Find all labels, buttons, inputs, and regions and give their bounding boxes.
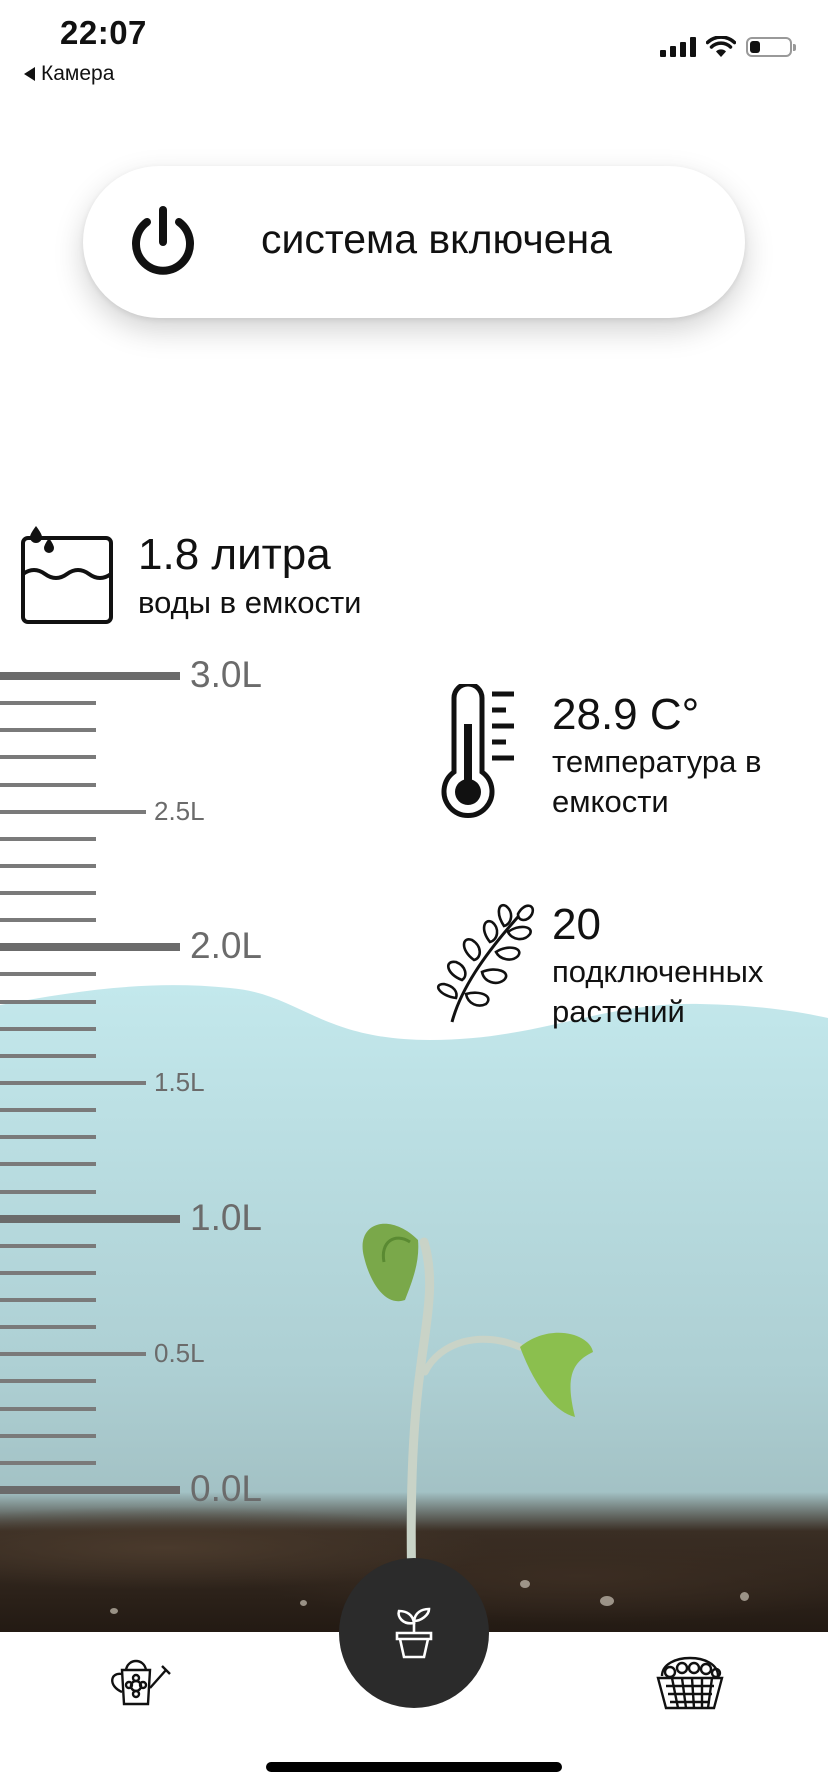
ruler-tick [0, 1108, 96, 1113]
ruler-tick [0, 1026, 96, 1031]
thermometer-icon [441, 684, 514, 818]
ruler-tick [0, 1270, 96, 1275]
ruler-tick [0, 1189, 96, 1194]
ruler-tick [0, 1379, 96, 1384]
plant-branch-icon [437, 903, 535, 1023]
temperature-caption-line2: емкости [552, 784, 669, 819]
ruler-tick [0, 891, 96, 896]
ruler-tick [0, 972, 96, 977]
plants-home-button[interactable] [339, 1558, 489, 1708]
ruler-tick [0, 918, 96, 923]
ruler-label: 3.0L [190, 654, 263, 695]
ruler-tick [0, 1406, 96, 1411]
cellular-signal-icon [660, 37, 696, 57]
temperature-caption-line1: температура в [552, 744, 762, 779]
ruler-tick [0, 1081, 146, 1085]
water-volume-caption: воды в емкости [138, 585, 362, 620]
ruler-label: 1.0L [190, 1196, 263, 1238]
ruler-tick [0, 1325, 96, 1330]
back-arrow-icon [24, 67, 35, 81]
ruler-label: 0.0L [190, 1468, 263, 1509]
back-to-camera-link[interactable]: Камера [24, 62, 114, 86]
plants-caption-line2: растений [552, 994, 685, 1029]
system-power-toggle[interactable]: система включена [83, 166, 745, 318]
ruler-tick [0, 1433, 96, 1438]
watering-can-icon[interactable] [106, 1652, 172, 1708]
seedling-image [362, 1223, 593, 1592]
water-tank-icon [21, 526, 113, 624]
ruler-tick [0, 728, 96, 733]
temperature-value: 28.9 C° [552, 690, 700, 739]
ruler-tick [0, 1486, 180, 1494]
water-level-ruler: 0.0L 0.5L 1.0L 1.5L 2.0L 2.5L 3.0L [0, 654, 300, 1510]
ruler-tick [0, 782, 96, 787]
ruler-label: 0.5L [154, 1338, 205, 1369]
ruler-tick [0, 701, 96, 706]
status-icons [660, 36, 796, 58]
flower-basket-icon[interactable] [656, 1650, 724, 1712]
battery-icon [746, 37, 796, 57]
plants-count-value: 20 [552, 900, 601, 949]
water-volume-value: 1.8 литра [138, 530, 331, 579]
power-icon [132, 206, 194, 275]
ruler-tick [0, 1162, 96, 1167]
ruler-tick [0, 1135, 96, 1140]
battery-level [750, 41, 760, 53]
ruler-tick [0, 1214, 180, 1223]
ruler-tick [0, 1298, 96, 1303]
home-indicator[interactable] [266, 1762, 562, 1772]
ruler-tick [0, 755, 96, 760]
ruler-label: 2.0L [190, 925, 263, 967]
ruler-tick [0, 1352, 146, 1357]
back-link-label: Камера [41, 62, 115, 85]
ruler-label: 1.5L [154, 1067, 205, 1097]
wifi-icon [706, 36, 736, 57]
ruler-label: 2.5L [154, 795, 205, 826]
ruler-tick [0, 943, 180, 952]
ruler-tick [0, 1460, 96, 1465]
ruler-tick [0, 1243, 96, 1248]
ruler-tick [0, 672, 180, 680]
ruler-tick [0, 999, 96, 1004]
water-fill [0, 985, 828, 1632]
status-time: 22:07 [60, 14, 147, 51]
plant-pot-icon [395, 1607, 433, 1659]
ruler-tick [0, 836, 96, 841]
ruler-tick [0, 1053, 96, 1058]
ruler-tick [0, 809, 146, 814]
ruler-tick [0, 863, 96, 868]
system-status-label: система включена [261, 216, 612, 262]
plants-caption-line1: подключенных [552, 954, 764, 989]
